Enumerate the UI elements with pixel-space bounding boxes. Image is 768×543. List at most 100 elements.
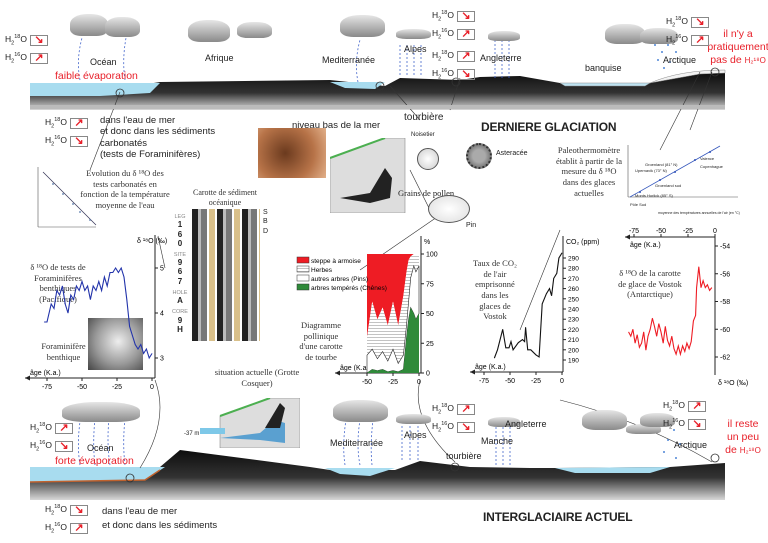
cave-painting-photo bbox=[258, 128, 326, 178]
arrow-down-right-icon: ↘ bbox=[69, 504, 88, 516]
vostok-data-point bbox=[688, 348, 690, 349]
vostok-data-point bbox=[677, 345, 679, 347]
label-england-interglacial: Angleterre bbox=[505, 419, 547, 429]
cave-depth-label: -37 m bbox=[184, 431, 200, 437]
co2-data-point bbox=[561, 252, 563, 254]
foram-data-point bbox=[92, 285, 94, 287]
note-line: il n'y a bbox=[723, 28, 753, 40]
y-tick-label: 210 bbox=[568, 337, 579, 344]
vostok-data-point bbox=[639, 346, 640, 348]
interglacial-ground bbox=[30, 450, 725, 500]
foram-series-line bbox=[44, 266, 153, 360]
co2-chart-title: Taux de CO₂ de l'air emprisonné dans les… bbox=[473, 258, 517, 322]
isotope-18-increase: H218O↗ bbox=[663, 400, 706, 413]
foraminifera-photo bbox=[88, 318, 143, 370]
x-tick-label: -25 bbox=[531, 378, 541, 385]
arrow-down-right-icon: ↘ bbox=[456, 68, 475, 80]
pollen-x-label: âge (K.a.) bbox=[340, 365, 371, 372]
pollen-label-hazel: Noisetier bbox=[411, 132, 435, 138]
isotope-16-increase: H216O↗ bbox=[5, 52, 48, 64]
note-line: dans l'eau de mer bbox=[102, 506, 178, 517]
x-tick-label: -50 bbox=[362, 379, 372, 386]
core-title: Carotte de sédiment océanique bbox=[193, 188, 257, 207]
vostok-data-point bbox=[636, 334, 638, 336]
note-line: (tests de Foraminifères) bbox=[100, 149, 201, 161]
vostok-series-line bbox=[628, 266, 713, 357]
x-tick-label: -50 bbox=[656, 228, 666, 235]
x-tick-label: -25 bbox=[112, 384, 122, 391]
isotope-16-increase: H216O↗ bbox=[45, 522, 88, 534]
paleo-site-label: Copenhague bbox=[700, 164, 723, 169]
y-tick-label: 75 bbox=[426, 281, 434, 288]
axis-arrow-icon bbox=[25, 375, 30, 381]
y-tick-label: 250 bbox=[568, 296, 579, 303]
core-label: LEG bbox=[174, 214, 186, 220]
foram-data-point bbox=[151, 353, 153, 354]
label-alps-glacial: Alpes bbox=[404, 44, 427, 54]
y-tick-label: 220 bbox=[568, 327, 579, 334]
foram-calibration-chart bbox=[37, 167, 97, 228]
foram-y-label: δ ¹⁸O (‰) bbox=[137, 238, 167, 245]
vostok-data-point bbox=[707, 284, 708, 286]
y-tick-label: 260 bbox=[568, 286, 579, 293]
cave-caption: situation actuelle (Grotte Cosquer) bbox=[214, 367, 300, 388]
vostok-data-point bbox=[645, 349, 647, 351]
y-tick-label: 290 bbox=[568, 256, 579, 263]
core-label: 6 bbox=[177, 229, 183, 239]
label-sea-ice: banquise bbox=[585, 63, 622, 73]
co2-data-point bbox=[558, 257, 560, 259]
isotope-18-decrease: H218O↘ bbox=[432, 10, 475, 23]
glacial-cave-diagram bbox=[330, 138, 406, 213]
co2-data-point bbox=[522, 339, 523, 340]
isotope-18-increase: H218O↗ bbox=[45, 117, 88, 130]
legend-label: Herbes bbox=[311, 267, 333, 274]
isotope-group-sediment-interglacial: H218O↘H216O↗ bbox=[45, 504, 88, 539]
co2-data-point bbox=[510, 341, 512, 342]
isotope-group-alps-glacial: H218O↘H216O↗ bbox=[432, 10, 475, 45]
foram-data-point bbox=[101, 290, 102, 291]
isotope-group-sediment-glacial: H218O↗H216O↘ bbox=[45, 117, 88, 152]
vostok-data-point bbox=[711, 287, 713, 288]
x-tick-label: 0 bbox=[417, 379, 421, 386]
interglacial-north-sea bbox=[555, 467, 670, 473]
isotope-16-decrease: H216O↘ bbox=[432, 421, 475, 433]
y-tick-label: 190 bbox=[568, 358, 579, 365]
location-markers bbox=[115, 67, 720, 483]
legend-label: steppe à armoise bbox=[311, 258, 361, 265]
foram-data-point bbox=[146, 348, 147, 350]
vostok-data-point bbox=[658, 323, 660, 325]
cloud-icon bbox=[62, 402, 140, 422]
arrow-up-right-icon: ↗ bbox=[687, 400, 706, 412]
hazel-pollen-icon bbox=[417, 148, 439, 170]
co2-data-point bbox=[549, 288, 550, 289]
arrow-down-right-icon: ↘ bbox=[690, 16, 709, 28]
paleo-site-label: Groenland sud bbox=[655, 183, 682, 188]
vostok-data-point bbox=[634, 342, 636, 344]
arctic-note-glacial: il n'y a pratiquement pas de H₂¹⁸O bbox=[707, 28, 768, 67]
vostok-y-label: δ ¹⁸O (‰) bbox=[718, 380, 748, 387]
cloud-icon bbox=[396, 29, 431, 39]
isotope-18-increase: H218O↗ bbox=[432, 403, 475, 416]
arrow-down-right-icon: ↘ bbox=[29, 34, 48, 46]
vostok-data-point bbox=[680, 353, 681, 355]
vostok-data-point bbox=[690, 341, 692, 343]
axis-arrow-icon bbox=[625, 234, 630, 240]
foram-data-point bbox=[148, 357, 150, 359]
vostok-data-point bbox=[628, 331, 629, 333]
foram-data-point bbox=[90, 299, 91, 300]
label-peat-bog-interglacial: tourbière bbox=[446, 451, 482, 461]
arrow-up-right-icon: ↗ bbox=[690, 34, 709, 46]
pollen-y-label: % bbox=[424, 239, 430, 246]
sediment-note-interglacial: dans l'eau de mer et donc dans les sédim… bbox=[102, 505, 217, 533]
interglacial-mediterranean bbox=[325, 468, 395, 476]
note-line: et donc dans les sédiments bbox=[100, 126, 216, 138]
cave-cosquer-diagram bbox=[200, 398, 300, 448]
legend-label: arbres tempérés (Chênes) bbox=[311, 285, 387, 292]
legend-label: autres arbres (Pins) bbox=[311, 276, 368, 283]
vostok-data-point bbox=[675, 353, 677, 355]
co2-data-point bbox=[508, 347, 510, 349]
cloud-icon bbox=[396, 414, 431, 424]
